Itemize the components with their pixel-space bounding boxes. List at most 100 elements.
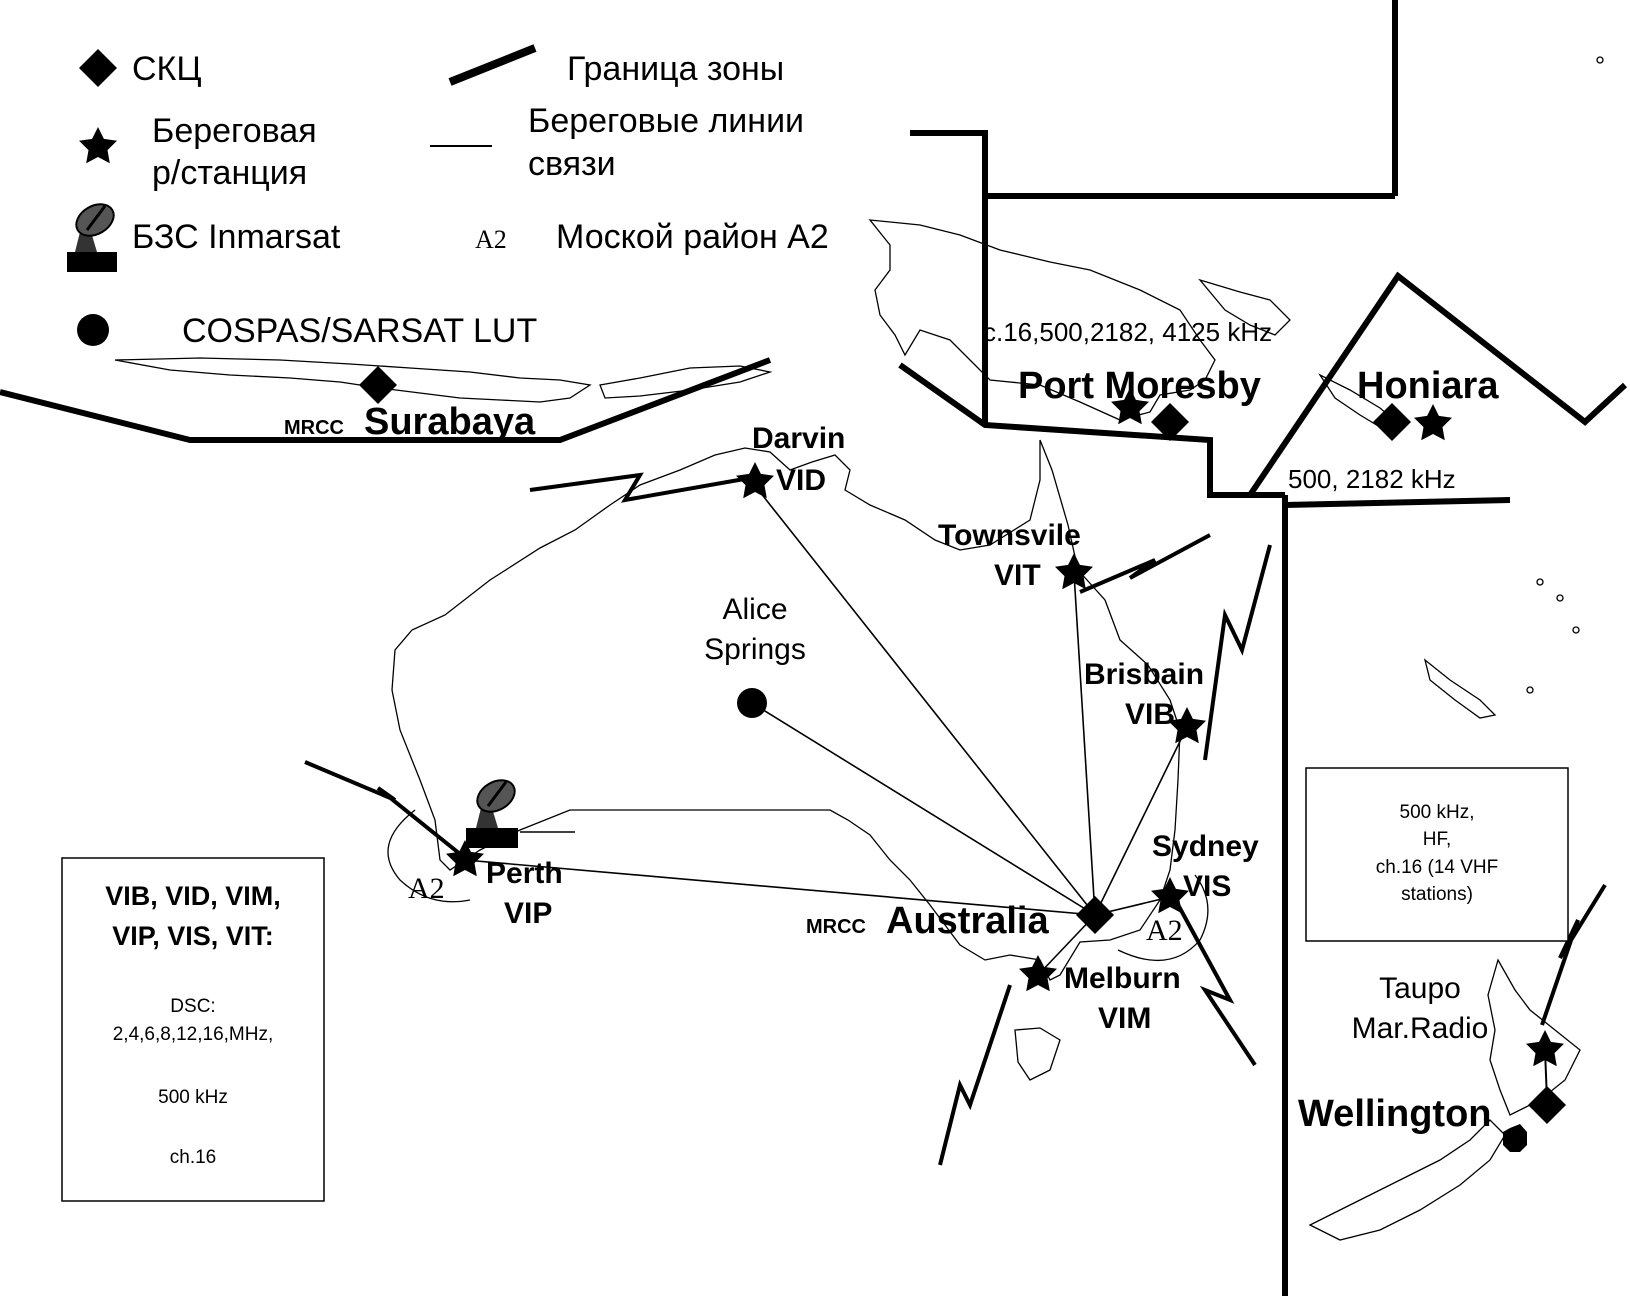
perth-code: VIP	[504, 897, 552, 930]
legend-a2-label: Моской район A2	[556, 218, 829, 256]
legend: СКЦ Граница зоны Береговая р/станция Бер…	[67, 44, 829, 350]
bolt-brisbain	[1203, 544, 1272, 761]
lut-wellington-marker	[1503, 1124, 1527, 1152]
perth-a2-label: A2	[408, 872, 445, 905]
honiara-label: Honiara	[1357, 365, 1499, 407]
nz-south-island-coastline	[1308, 1119, 1506, 1241]
surabaya-label: Surabaya	[364, 401, 536, 443]
legend-coast-links-1: Береговые линии	[528, 102, 804, 140]
right-box-line-3: ch.16 (14 VHF	[1376, 857, 1499, 878]
nz-north-island-coastline	[1487, 958, 1581, 1116]
link-darvin	[751, 481, 1096, 916]
right-box-frame	[1305, 767, 1569, 942]
lut-dot-icon	[77, 314, 109, 346]
left-box-mf: 500 kHz	[158, 1087, 228, 1108]
rcc-wellington-marker	[1528, 1086, 1566, 1124]
rcc-surabaya-marker	[359, 366, 397, 404]
link-alice-springs	[751, 702, 1096, 916]
a2-area-sydney	[1117, 874, 1209, 962]
new-caledonia-coastline	[1423, 658, 1497, 719]
png-zone-frequencies: c.16,500,2182, 4125 kHz	[983, 317, 1272, 347]
australia-prefix: MRCC	[806, 916, 866, 938]
bolt-taupo	[1540, 883, 1607, 1026]
melburn-code: VIM	[1098, 1002, 1151, 1035]
left-box-title-2: VIP, VIS, VIT:	[112, 921, 274, 951]
coast-station-star-icon	[79, 127, 117, 164]
sumbawa-coastline	[599, 365, 773, 399]
inmarsat-perth-marker	[466, 779, 518, 848]
sydney-a2-label: A2	[1146, 914, 1183, 947]
solomon-zone-frequencies: 500, 2182 kHz	[1288, 464, 1456, 494]
left-box-dsc-2: 2,4,6,8,12,16,MHz,	[113, 1024, 274, 1045]
a2-area-perth	[387, 809, 471, 903]
townsvile-code: VIT	[994, 559, 1041, 592]
island-dot	[1572, 626, 1580, 634]
left-box-ch: ch.16	[170, 1147, 216, 1168]
left-info-box: VIB, VID, VIM, VIP, VIS, VIT: DSC: 2,4,6…	[61, 857, 325, 1202]
link-melburn	[1037, 914, 1096, 976]
inmarsat-antenna-icon	[67, 203, 117, 272]
sydney-label: Sydney	[1152, 830, 1259, 863]
coast-station-darvin	[736, 462, 774, 499]
bolt-sydney	[1168, 889, 1257, 1067]
wellington-label: Wellington	[1298, 1093, 1492, 1135]
right-info-box: 500 kHz, HF, ch.16 (14 VHF stations)	[1305, 767, 1569, 942]
townsvile-label: Townsvile	[938, 519, 1081, 552]
australia-coastline	[391, 439, 1181, 981]
taupo-label-1: Taupo	[1379, 972, 1461, 1005]
legend-rcc: СКЦ	[132, 50, 202, 88]
island-dot	[1556, 594, 1564, 602]
bolt-townsvile	[1079, 533, 1211, 594]
alice-springs-label-1: Alice	[722, 593, 787, 626]
darvin-code: VID	[776, 464, 826, 497]
perth-label: Perth	[486, 857, 563, 890]
right-box-line-4: stations)	[1401, 884, 1473, 905]
bolt-melburn	[938, 984, 1012, 1166]
surabaya-prefix: MRCC	[284, 417, 344, 439]
legend-a2-code: A2	[475, 225, 507, 254]
radio-bolts	[304, 472, 1607, 1166]
coast-station-honiara	[1414, 404, 1452, 441]
island-dot	[1596, 56, 1604, 64]
link-perth	[464, 859, 1096, 916]
png-zone-border	[898, 362, 1285, 498]
right-box-line-1: 500 kHz,	[1400, 802, 1475, 823]
melburn-label: Melburn	[1064, 962, 1181, 995]
rcc-honiara-marker	[1373, 403, 1411, 441]
link-townsvile	[1073, 572, 1096, 916]
brisbain-code: VIB	[1125, 698, 1175, 731]
legend-inmarsat: БЗС Inmarsat	[132, 218, 341, 256]
solomon-triangle-border	[1247, 271, 1628, 497]
left-box-dsc-1: DSC:	[170, 996, 215, 1017]
brisbain-label: Brisbain	[1084, 658, 1204, 691]
darvin-label: Darvin	[752, 422, 845, 455]
legend-lut: COSPAS/SARSAT LUT	[182, 312, 537, 350]
zone-border-line-icon	[448, 44, 537, 86]
link-brisbain	[1094, 726, 1188, 916]
left-box-title-1: VIB, VID, VIM,	[105, 881, 281, 911]
lut-alice-springs-marker	[737, 688, 767, 718]
australia-label: Australia	[886, 900, 1049, 942]
solomon-south-border	[1284, 497, 1511, 508]
bolt-darvin	[529, 472, 751, 503]
java-coastline	[114, 357, 592, 403]
alice-springs-label-2: Springs	[704, 633, 806, 666]
left-box-frame	[61, 857, 325, 1202]
rcc-diamond-icon	[79, 49, 117, 87]
island-dot	[1536, 578, 1544, 586]
new-britain-coastline	[1198, 278, 1291, 336]
legend-coast-station-1: Береговая	[152, 112, 317, 150]
communication-links	[464, 481, 1188, 976]
surabaya-zone-border	[0, 357, 772, 443]
legend-zone-border: Граница зоны	[567, 50, 784, 88]
port-moresby-label: Port Moresby	[1018, 365, 1261, 407]
right-box-line-2: HF,	[1423, 829, 1452, 850]
bolt-perth	[304, 760, 472, 864]
legend-coast-station-2: р/станция	[152, 154, 307, 192]
legend-coast-links-2: связи	[528, 145, 616, 183]
tasmania-coastline	[1014, 1027, 1061, 1081]
png-top-border	[910, 130, 988, 425]
sydney-code: VIS	[1183, 870, 1231, 903]
